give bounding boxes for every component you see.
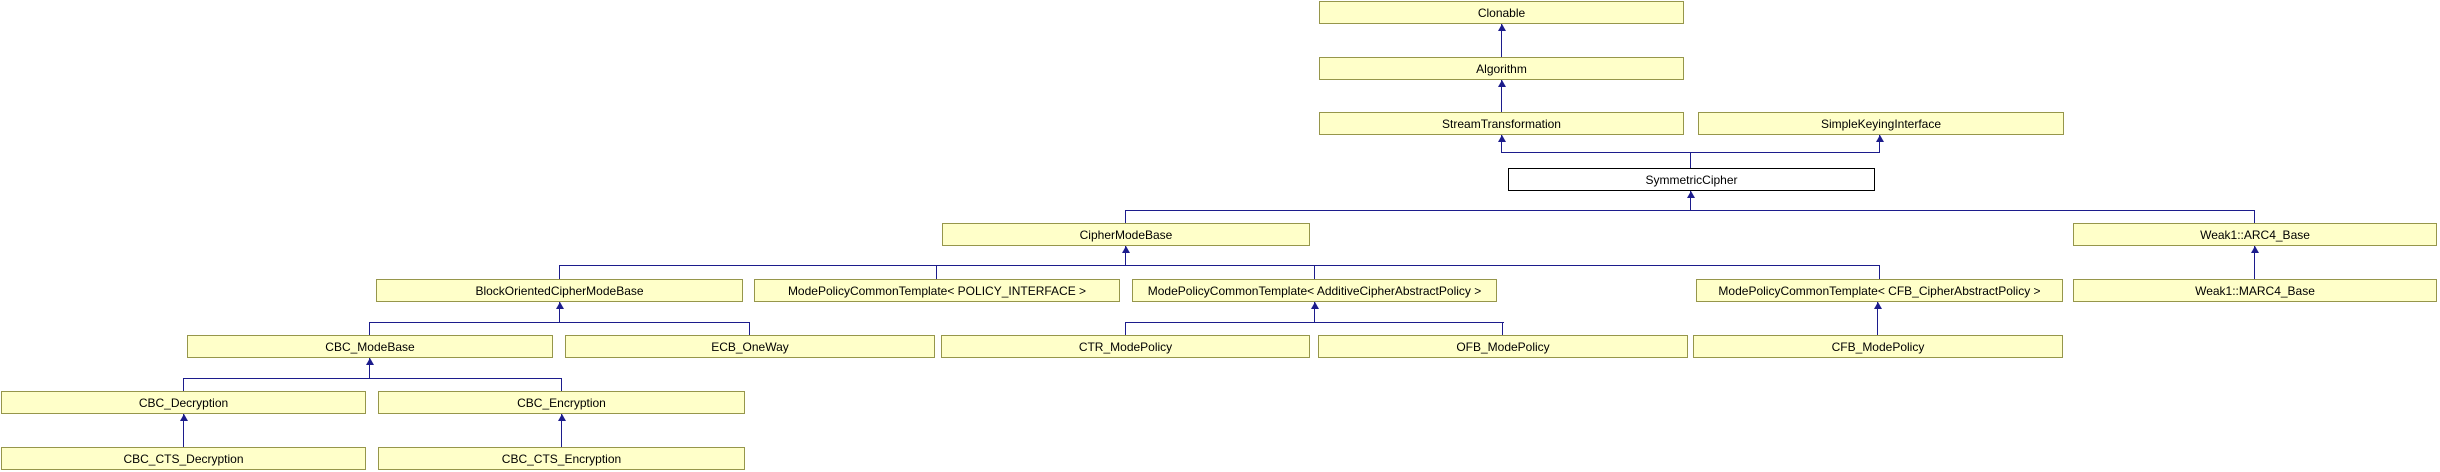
edge-line [1690,152,1691,168]
node-cbc-mode-base[interactable]: CBC_ModeBase [187,335,553,358]
inheritance-arrow-icon [1122,246,1130,253]
node-weak1-arc4-base[interactable]: Weak1::ARC4_Base [2073,223,2437,246]
edge-line [936,265,937,279]
edge-line [1125,322,1126,335]
edge-line [1879,135,1880,152]
inheritance-arrow-icon [366,358,374,365]
inheritance-arrow-icon [1687,191,1695,198]
edge-line [1501,135,1502,152]
node-cbc-cts-encryption[interactable]: CBC_CTS_Encryption [378,447,745,470]
edge-line [561,414,562,447]
inheritance-arrow-icon [1498,135,1506,142]
edge-line [1690,191,1691,210]
edge-line [2254,210,2255,223]
node-cbc-encryption[interactable]: CBC_Encryption [378,391,745,414]
edge-line [1125,210,2255,211]
edge-line [1502,322,1503,335]
inheritance-arrow-icon [1874,302,1882,309]
edge-line [1125,210,1126,223]
node-cbc-cts-decryption[interactable]: CBC_CTS_Decryption [1,447,366,470]
inheritance-arrow-icon [1876,135,1884,142]
inheritance-arrow-icon [556,302,564,309]
edge-line [749,322,750,335]
inheritance-arrow-icon [180,414,188,421]
node-algorithm[interactable]: Algorithm [1319,57,1684,80]
edge-line [369,322,370,335]
node-mode-policy-common-template-cfb-cipher-abstract-policy[interactable]: ModePolicyCommonTemplate< CFB_CipherAbst… [1696,279,2063,302]
edge-line [369,322,750,323]
node-cipher-mode-base[interactable]: CipherModeBase [942,223,1310,246]
edge-line [369,358,370,378]
node-symmetric-cipher: SymmetricCipher [1508,168,1875,191]
node-clonable[interactable]: Clonable [1319,1,1684,24]
node-mode-policy-common-template-additive-cipher-abstract-policy[interactable]: ModePolicyCommonTemplate< AdditiveCipher… [1132,279,1497,302]
edge-line [1501,24,1502,57]
edge-line [183,378,184,391]
node-block-oriented-cipher-mode-base[interactable]: BlockOrientedCipherModeBase [376,279,743,302]
node-cbc-decryption[interactable]: CBC_Decryption [1,391,366,414]
inheritance-arrow-icon [2251,246,2259,253]
inheritance-arrow-icon [558,414,566,421]
edge-line [559,265,1880,266]
edge-line [1125,246,1126,265]
node-simple-keying-interface[interactable]: SimpleKeyingInterface [1698,112,2064,135]
node-mode-policy-common-template-policy-interface[interactable]: ModePolicyCommonTemplate< POLICY_INTERFA… [754,279,1120,302]
edge-line [2254,246,2255,279]
node-ctr-mode-policy[interactable]: CTR_ModePolicy [941,335,1310,358]
inheritance-arrow-icon [1311,302,1319,309]
edge-line [183,414,184,447]
node-ecb-oneway[interactable]: ECB_OneWay [565,335,935,358]
inheritance-arrow-icon [1498,80,1506,87]
node-weak1-marc4-base[interactable]: Weak1::MARC4_Base [2073,279,2437,302]
edge-line [1879,265,1880,279]
edge-line [1501,80,1502,112]
edge-line [1125,322,1504,323]
inheritance-arrow-icon [1498,24,1506,31]
edge-line [559,302,560,322]
edge-line [1314,265,1315,279]
node-ofb-mode-policy[interactable]: OFB_ModePolicy [1318,335,1688,358]
node-stream-transformation[interactable]: StreamTransformation [1319,112,1684,135]
edge-line [561,378,562,391]
edge-line [559,265,560,279]
edge-line [1314,302,1315,322]
node-cfb-mode-policy[interactable]: CFB_ModePolicy [1693,335,2063,358]
edge-line [183,378,562,379]
edge-line [1877,302,1878,335]
